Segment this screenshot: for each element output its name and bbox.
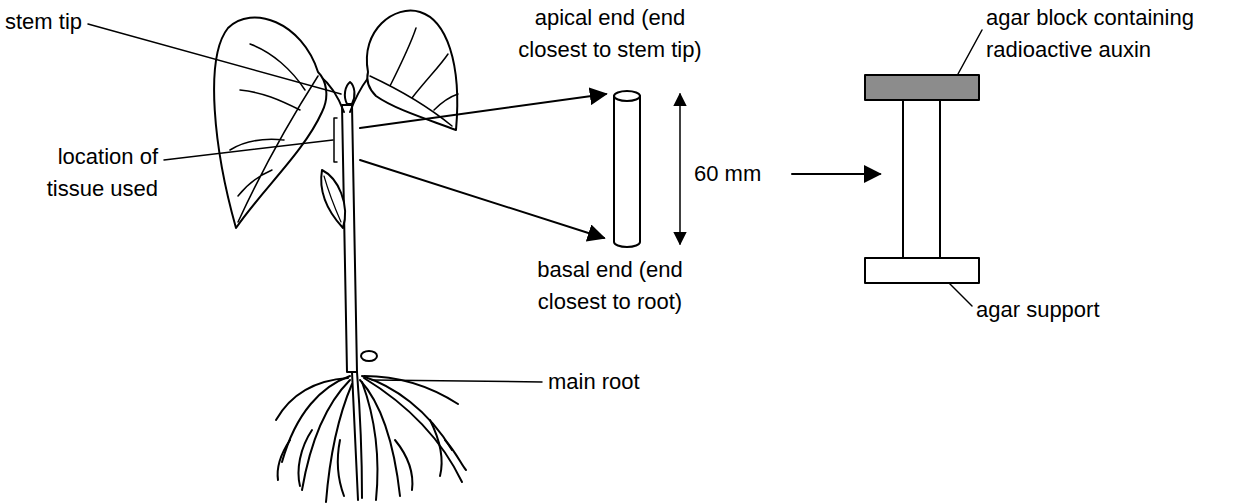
stem-segment <box>614 91 640 247</box>
stem-tip-bud <box>345 82 355 104</box>
leaf <box>214 17 326 228</box>
part-label: main root <box>548 366 688 398</box>
enlargement-arrow <box>360 94 606 128</box>
part-label: agar block containing radioactive auxin <box>986 2 1201 66</box>
part-label: location of tissue used <box>28 141 158 205</box>
stem-node <box>361 351 377 361</box>
part-label: stem tip <box>5 6 125 38</box>
stem-segment-setup <box>903 100 940 258</box>
small-leaf <box>321 170 345 228</box>
roots <box>276 372 466 502</box>
enlargement-arrow <box>360 160 604 238</box>
tissue-bracket <box>334 118 337 162</box>
agar-support <box>865 258 979 283</box>
part-label: agar support <box>976 294 1126 326</box>
dimension-arrow <box>679 94 681 244</box>
stem <box>342 105 357 372</box>
leader-line <box>958 30 982 74</box>
leader-line <box>164 140 333 160</box>
dimension: 60 mm <box>694 158 794 190</box>
end-label: apical end (end closest to stem tip) <box>510 2 710 66</box>
end-label: basal end (end closest to root) <box>510 254 710 318</box>
leaf <box>367 11 457 130</box>
leader-line <box>372 380 542 382</box>
leader-line <box>950 284 972 306</box>
leader-line <box>88 24 341 94</box>
transfer-arrow <box>792 173 880 175</box>
agar-block <box>865 75 979 100</box>
